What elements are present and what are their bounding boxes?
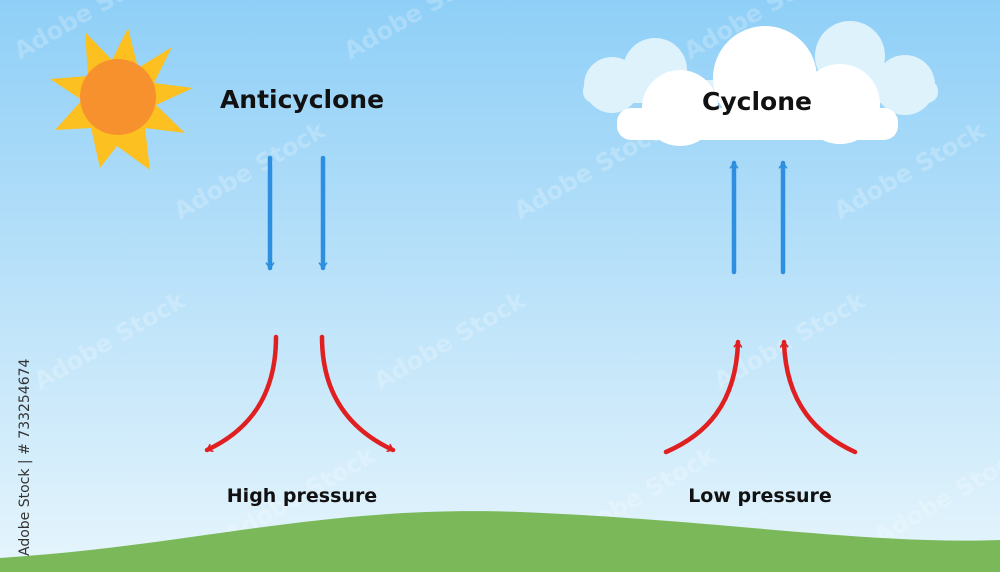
stock-separator: | #: [17, 443, 33, 464]
stock-credit: Adobe Stock: [17, 468, 33, 556]
cloud-icon: [583, 21, 938, 146]
ground: [0, 511, 1000, 572]
anticyclone-title: Anticyclone: [220, 85, 384, 114]
low-pressure-label: Low pressure: [688, 485, 832, 507]
anticyclone-outflow: [204, 334, 396, 453]
anticyclone-descending-air: [265, 155, 328, 271]
red-arrow-inward-left: [663, 339, 743, 455]
cyclone-inflow: [663, 339, 858, 455]
stock-id-text: Adobe Stock | # 733254674: [17, 358, 33, 556]
red-arrow-outward-right: [319, 334, 396, 453]
red-arrow-inward-right: [779, 339, 858, 455]
sun-core: [80, 59, 156, 135]
stock-side-strip: Adobe Stock | # 733254674: [17, 358, 33, 556]
high-pressure-label: High pressure: [227, 485, 377, 507]
cyclone-title: Cyclone: [702, 87, 812, 116]
cyclone-rising-air: [729, 160, 788, 275]
front-cloud: [617, 26, 898, 146]
sun-icon: [50, 28, 193, 170]
red-arrow-outward-left: [204, 334, 279, 453]
stock-id-number: 733254674: [17, 358, 33, 438]
